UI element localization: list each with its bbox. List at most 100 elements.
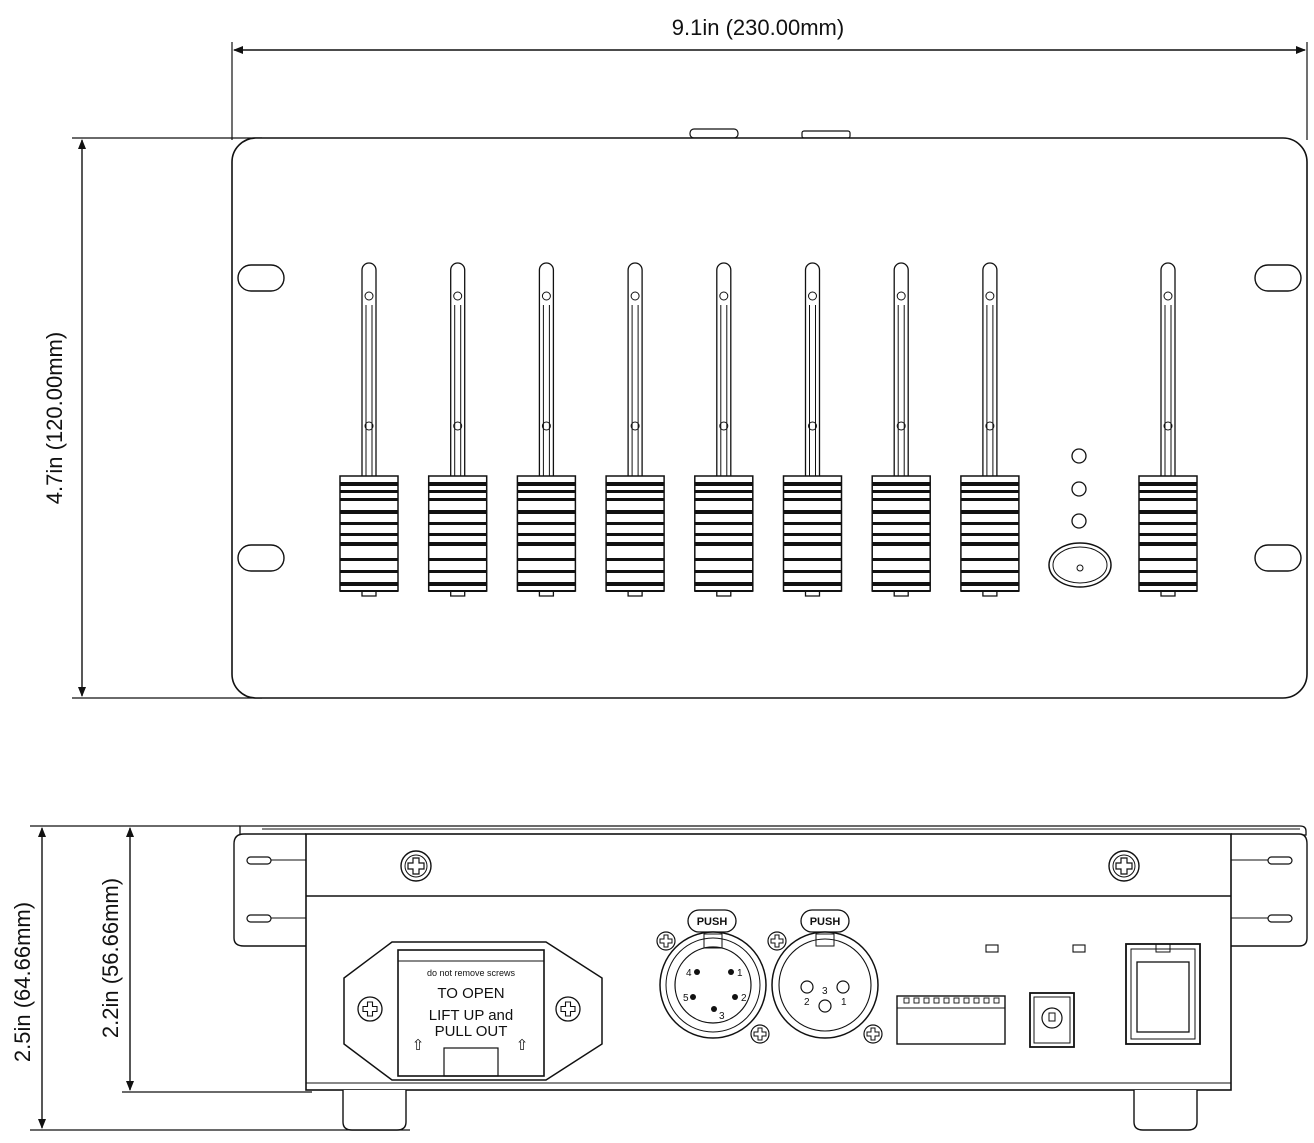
xlr-socket [818, 999, 832, 1013]
fader-marker [364, 421, 374, 431]
chassis-screw [400, 850, 432, 882]
indicator-slot [1072, 944, 1086, 953]
connector-screw [767, 931, 787, 951]
top-connector-bump-right [801, 130, 851, 139]
fader-marker [719, 291, 729, 301]
channel-fader[interactable] [782, 262, 843, 597]
xlr-pin [711, 1006, 717, 1012]
arrow-up-icon: ⇧ [516, 1037, 529, 1054]
front-height-dimension: 4.7in (120.00mm) [42, 137, 262, 699]
dip-switch-lever[interactable] [953, 997, 960, 1004]
pin-label: 4 [686, 968, 692, 979]
dip-switch-lever[interactable] [993, 997, 1000, 1004]
xlr-5pin-connector[interactable]: PUSH 4 1 5 2 3 [656, 909, 770, 1044]
fader-knob[interactable] [871, 475, 931, 592]
front-panel-outline [231, 137, 1308, 699]
master-fader[interactable] [1138, 262, 1198, 597]
mount-slot-top-right [1254, 264, 1302, 292]
foot-right [1133, 1090, 1198, 1131]
channel-fader[interactable] [871, 262, 931, 597]
channel-fader[interactable] [427, 262, 488, 597]
dip-switch-lever[interactable] [913, 997, 920, 1004]
fader-knob[interactable] [427, 475, 488, 592]
fader-knob[interactable] [960, 475, 1020, 592]
xlr-pin [694, 969, 700, 975]
dip-switch[interactable] [896, 995, 1006, 1045]
fader-marker [808, 421, 817, 431]
dip-switch-lever[interactable] [903, 997, 910, 1004]
xlr-pin [728, 969, 734, 975]
fader-knob[interactable] [694, 475, 754, 592]
arrow-up-icon: ⇧ [412, 1037, 425, 1054]
fader-marker [541, 291, 551, 301]
xlr-pin [732, 994, 738, 1000]
chassis-screw [1108, 850, 1140, 882]
function-button[interactable] [1048, 542, 1112, 588]
pin-label: 3 [822, 986, 828, 997]
front-height-label: 4.7in (120.00mm) [42, 332, 67, 504]
led-indicator [1071, 448, 1087, 464]
mount-slot-bottom-left [237, 544, 285, 572]
channel-fader[interactable] [339, 262, 399, 597]
power-switch[interactable] [1125, 943, 1201, 1045]
dip-switch-lever[interactable] [963, 997, 970, 1004]
fuse-cover-line-4: PULL OUT [435, 1023, 508, 1040]
fader-knob[interactable] [782, 475, 843, 592]
pin-label: 5 [683, 993, 689, 1004]
push-label: PUSH [810, 916, 841, 928]
xlr-socket [836, 980, 850, 994]
pin-label: 2 [804, 997, 810, 1008]
fader-marker [364, 291, 374, 301]
dip-switch-lever[interactable] [923, 997, 930, 1004]
pin-label: 3 [719, 1011, 725, 1022]
connector-screw [656, 931, 676, 951]
pin-label: 2 [741, 993, 747, 1004]
pin-label: 1 [737, 968, 743, 979]
width-dimension-label: 9.1in (230.00mm) [672, 15, 844, 40]
foot-left [342, 1090, 407, 1131]
front-view: 9.1in (230.00mm) 4.7in (120.00mm) [42, 15, 1308, 699]
channel-fader[interactable] [694, 262, 754, 597]
fader-marker [1163, 421, 1173, 431]
fader-marker [896, 421, 906, 431]
fader-marker [808, 291, 817, 301]
fader-group [339, 262, 1198, 597]
mount-slot-bottom-right [1254, 544, 1302, 572]
rear-total-height-dimension: 2.5in (64.66mm) [10, 825, 410, 1131]
fader-marker [985, 291, 995, 301]
xlr-3pin-connector[interactable]: PUSH 3 2 1 [767, 909, 883, 1044]
fader-marker [453, 421, 463, 431]
fader-knob[interactable] [339, 475, 399, 592]
fuse-screw-right [555, 996, 581, 1022]
fader-marker [1163, 291, 1173, 301]
dc-power-jack[interactable] [1029, 992, 1075, 1048]
rear-view: 2.5in (64.66mm) 2.2in (56.66mm) [10, 825, 1308, 1131]
connector-screw [750, 1024, 770, 1044]
fader-marker [985, 421, 995, 431]
fader-knob[interactable] [1138, 475, 1198, 592]
push-label: PUSH [697, 916, 728, 928]
xlr-pin [690, 994, 696, 1000]
connector-screw [863, 1024, 883, 1044]
fader-knob[interactable] [516, 475, 577, 592]
channel-fader[interactable] [516, 262, 577, 597]
fader-marker [630, 421, 640, 431]
fuse-cover[interactable] [397, 949, 545, 1077]
channel-fader[interactable] [605, 262, 665, 597]
channel-fader[interactable] [960, 262, 1020, 597]
top-rim [239, 825, 1307, 836]
fader-knob[interactable] [605, 475, 665, 592]
dip-switch-lever[interactable] [983, 997, 990, 1004]
rear-total-height-label: 2.5in (64.66mm) [10, 902, 35, 1062]
dip-switch-lever[interactable] [973, 997, 980, 1004]
led-indicator [1071, 481, 1087, 497]
width-dimension: 9.1in (230.00mm) [231, 15, 1308, 140]
fuse-cover-line-3: LIFT UP and [429, 1007, 514, 1024]
rear-body-height-dimension: 2.2in (56.66mm) [98, 827, 312, 1093]
dip-switch-lever[interactable] [933, 997, 940, 1004]
fader-marker [541, 421, 551, 431]
right-ear [1231, 833, 1308, 947]
dip-switch-lever[interactable] [943, 997, 950, 1004]
left-ear [233, 833, 306, 947]
